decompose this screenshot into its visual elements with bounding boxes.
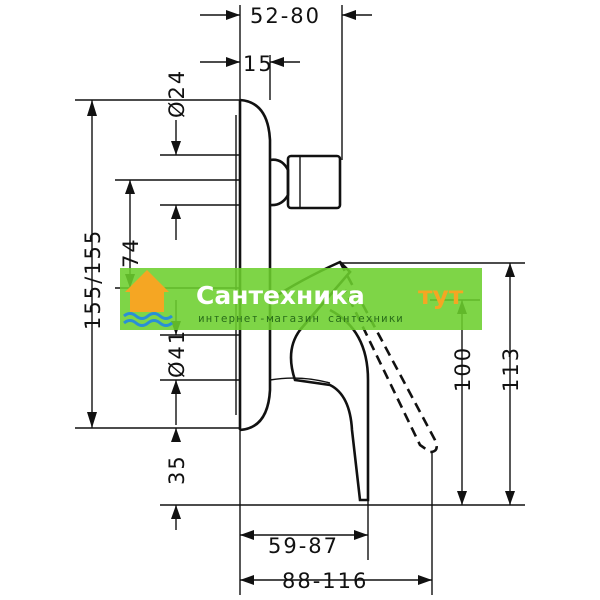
dim-top-offset: 15	[243, 52, 274, 76]
dim-bottom-width-2: 88-116	[282, 569, 368, 593]
dimension-lines	[87, 10, 525, 585]
watermark-accent: тут	[418, 281, 464, 310]
dimension-labels: 52-80 15 Ø24 155/155 74 Ø41 35 100 113 5…	[81, 4, 523, 593]
watermark-subtitle: интернет-магазин сантехники	[198, 312, 404, 325]
dim-height-35: 35	[165, 454, 189, 485]
dim-diameter-top: Ø24	[165, 69, 189, 118]
lever-alt-position	[338, 261, 438, 454]
watermark: Сантехника тут интернет-магазин сантехни…	[120, 268, 482, 330]
cartridge-outlet	[269, 154, 342, 210]
dim-top-width: 52-80	[250, 4, 321, 28]
dim-height-113: 113	[499, 346, 523, 392]
dim-height-total: 155/155	[81, 229, 105, 330]
watermark-title: Сантехника	[196, 281, 365, 310]
dim-bottom-width-1: 59-87	[268, 534, 339, 558]
dim-diameter-mid: Ø41	[165, 329, 189, 378]
house-icon	[123, 270, 173, 327]
watermark-band	[120, 268, 482, 330]
dim-height-74: 74	[119, 237, 143, 268]
dim-height-100: 100	[451, 346, 475, 392]
wall-plate	[235, 98, 272, 432]
